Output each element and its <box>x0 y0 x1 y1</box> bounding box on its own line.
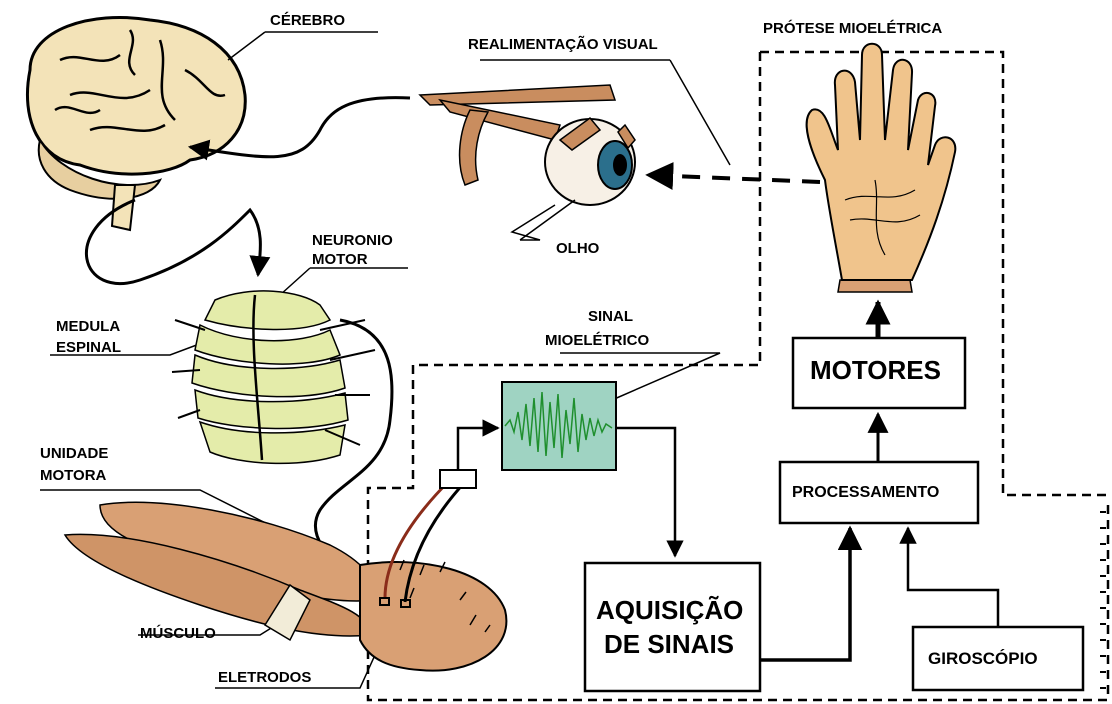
muscle-illustration <box>65 502 506 670</box>
label-sinal-line2: MIOELÉTRICO <box>545 332 649 349</box>
brain-illustration <box>27 17 245 230</box>
amplifier-box <box>440 470 476 488</box>
motors-label: MOTORES <box>810 356 941 386</box>
label-sinal-line1: SINAL <box>588 308 633 325</box>
label-olho: OLHO <box>556 240 599 257</box>
arrow-acquisition-to-processing <box>760 528 850 660</box>
label-medula-line2: ESPINAL <box>56 339 121 356</box>
label-unidade-line2: MOTORA <box>40 467 106 484</box>
nerve-brain-to-spine <box>86 200 260 284</box>
label-musculo: MÚSCULO <box>140 625 216 642</box>
acquisition-label-line2: DE SINAIS <box>604 630 734 660</box>
prosthetic-hand-illustration <box>807 44 956 292</box>
label-cerebro: CÉREBRO <box>270 12 345 29</box>
arrow-amplifier-to-signal <box>458 428 498 470</box>
label-protese-mioeletrica: PRÓTESE MIOELÉTRICA <box>763 20 942 37</box>
label-neuronio-line1: NEURONIO <box>312 232 393 249</box>
label-realimentacao-visual: REALIMENTAÇÃO VISUAL <box>468 36 658 53</box>
spine-illustration <box>172 291 375 463</box>
visual-feedback-arrow <box>648 175 820 182</box>
acquisition-box <box>585 563 760 691</box>
emg-signal-display <box>502 382 616 470</box>
label-unidade-line1: UNIDADE <box>40 445 108 462</box>
arrow-gyroscope-to-processing <box>908 528 998 627</box>
processing-label: PROCESSAMENTO <box>792 484 939 502</box>
eye-illustration <box>420 85 635 205</box>
cropped-edge-marks <box>1100 512 1106 688</box>
label-neuronio-line2: MOTOR <box>312 251 368 268</box>
arrow-signal-to-acquisition <box>616 428 675 556</box>
label-medula-line1: MEDULA <box>56 318 120 335</box>
gyroscope-label: GIROSCÓPIO <box>928 649 1038 669</box>
label-eletrodos: ELETRODOS <box>218 669 311 686</box>
acquisition-label-line1: AQUISIÇÃO <box>596 596 743 626</box>
